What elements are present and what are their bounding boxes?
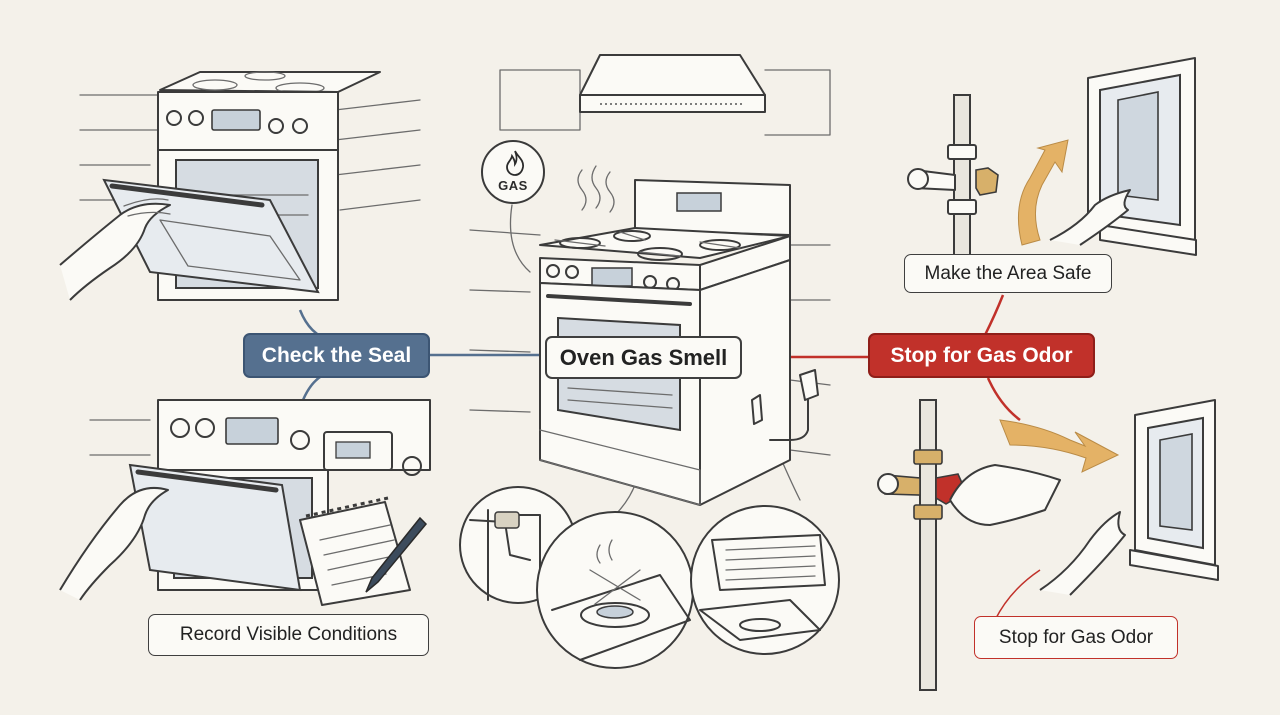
gas-badge-text: GAS [498,178,528,193]
detail-circle-burner [536,511,694,669]
valve-window-sketch-bottom [877,399,1219,691]
gas-badge: GAS [481,140,545,204]
oven-notepad-sketch [59,399,431,606]
stop-gas-odor-label: Stop for Gas Odor [868,333,1095,378]
valve-window-sketch-top [907,57,1197,256]
check-seal-label: Check the Seal [243,333,430,378]
detail-circle-vent [690,505,840,655]
oven-open-door-sketch [59,71,421,301]
record-visible-conditions-label: Record Visible Conditions [148,614,429,656]
gas-range-sketch [469,54,831,506]
stop-gas-odor-sublabel: Stop for Gas Odor [974,616,1178,659]
center-node-label: Oven Gas Smell [545,336,742,379]
make-area-safe-label: Make the Area Safe [904,254,1112,293]
flame-icon [506,150,524,176]
